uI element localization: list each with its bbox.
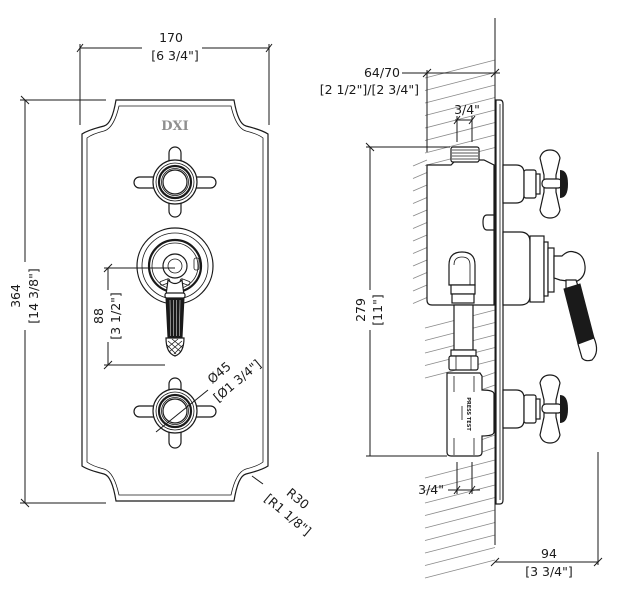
dimension-top-connection: 3/4": [453, 102, 480, 142]
width-metric: 170: [159, 30, 183, 45]
bottom-connection-imperial: 3/4": [418, 482, 444, 497]
hatch-line: [412, 172, 428, 179]
hatch-line: [412, 234, 428, 242]
thermostatic-lever-handle: [136, 227, 214, 357]
hatch-line: [424, 522, 496, 541]
dimension-width: 170 [6 3/4"]: [76, 30, 273, 125]
dimension-height: 364 [14 3/8"]: [8, 95, 106, 508]
hatch-line: [424, 459, 496, 479]
hatch-line: [424, 497, 496, 516]
projection-metric: 94: [541, 546, 557, 561]
bottom-cross-handle: [133, 377, 217, 449]
hatch-line: [412, 272, 428, 279]
hatch-line: [424, 472, 496, 491]
cover-plate: [495, 99, 504, 505]
hatch-line: [424, 72, 496, 91]
valve-marking: PRESS TEST: [465, 397, 471, 431]
body-height-metric: 279: [353, 298, 368, 322]
hatch-line: [412, 197, 428, 204]
hatch-line: [424, 134, 496, 154]
dimension-corner-radius: R30 [R1 1/8"]: [251, 475, 314, 538]
hatch-line: [412, 159, 428, 167]
brand-logo: DXI: [161, 119, 188, 134]
width-imperial: [6 3/4"]: [151, 48, 199, 63]
height-metric: 364: [8, 284, 23, 308]
dimension-projection: 94 [3 3/4"]: [490, 452, 603, 579]
hatch-line: [412, 259, 428, 267]
cross-handle-top: [502, 149, 568, 219]
cross-handle-bottom: [502, 374, 568, 444]
back-plate-inner: [86, 105, 264, 496]
hatch-line: [424, 84, 496, 104]
hatch-line: [412, 209, 428, 217]
front-view: DXI: [8, 30, 314, 538]
height-imperial: [14 3/8"]: [26, 268, 41, 324]
hatch-line: [424, 59, 496, 79]
hatch-line: [412, 222, 428, 229]
lever-handle: [502, 231, 598, 362]
top-cross-handle: [133, 146, 217, 218]
wall-depth-imperial: [2 1/2"]/[2 3/4"]: [320, 82, 419, 97]
hatch-line: [412, 247, 428, 254]
hatch-line: [424, 547, 496, 566]
dimension-bottom-connection: 3/4": [418, 462, 480, 497]
spacing-metric: 88: [91, 308, 106, 324]
hatch-line: [424, 484, 496, 504]
wall-depth-metric: 64/70: [364, 65, 400, 80]
dimension-handle-spacing: 88 [3 1/2"]: [91, 263, 175, 370]
valve-body: PRESS TEST: [426, 146, 495, 457]
top-outlet-thread: [450, 146, 480, 163]
body-height-imperial: [11"]: [370, 294, 385, 325]
hatch-line: [424, 122, 496, 141]
hatch-line: [412, 184, 428, 192]
side-view: PRESS TEST: [320, 18, 603, 579]
hatch-line: [424, 97, 496, 116]
hatch-line: [412, 284, 428, 292]
spacing-imperial: [3 1/2"]: [108, 292, 123, 340]
hatch-line: [412, 297, 428, 304]
hatch-line: [424, 559, 496, 579]
hatch-line: [424, 109, 496, 129]
projection-imperial: [3 3/4"]: [525, 564, 573, 579]
top-connection-imperial: 3/4": [454, 102, 480, 117]
hatch-line: [424, 534, 496, 554]
dimension-wall-depth: 64/70 [2 1/2"]/[2 3/4"]: [320, 65, 500, 152]
hatch-line: [424, 509, 496, 529]
dimension-body-height: 279 [11"]: [353, 142, 450, 457]
